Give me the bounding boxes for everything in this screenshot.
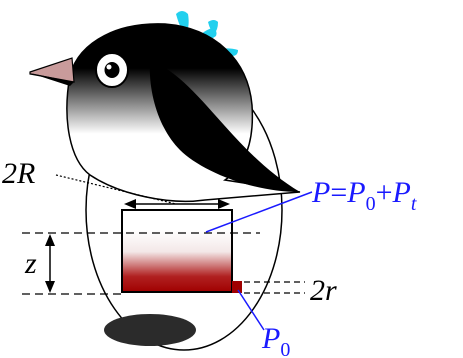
label-P0: P0: [261, 322, 290, 358]
plus-symbol: +: [376, 176, 393, 209]
leader-P: [205, 191, 313, 233]
leader-2R: [55, 174, 177, 205]
P-symbol: P: [311, 176, 330, 209]
eye-icon: [95, 52, 129, 88]
beaker: [121, 209, 233, 293]
penguin-wing: [149, 60, 300, 192]
P0-symbol: P: [346, 176, 365, 209]
label-2R: 2R: [2, 157, 35, 190]
height-arrow-z: [45, 234, 55, 293]
width-arrow-2R: [124, 199, 230, 209]
label-2r: 2r: [310, 274, 337, 307]
outlet-tube: [232, 281, 242, 293]
sub-t: t: [411, 193, 417, 215]
liquid-column: [122, 230, 232, 292]
leader-P0: [237, 289, 265, 331]
label-z: z: [24, 247, 37, 280]
penguin-foot: [104, 314, 196, 346]
equals-symbol: =: [330, 176, 347, 209]
sub-0: 0: [366, 193, 376, 215]
Pt-symbol: P: [392, 176, 411, 209]
label-P-equation: P=P0+Pt: [311, 176, 417, 215]
